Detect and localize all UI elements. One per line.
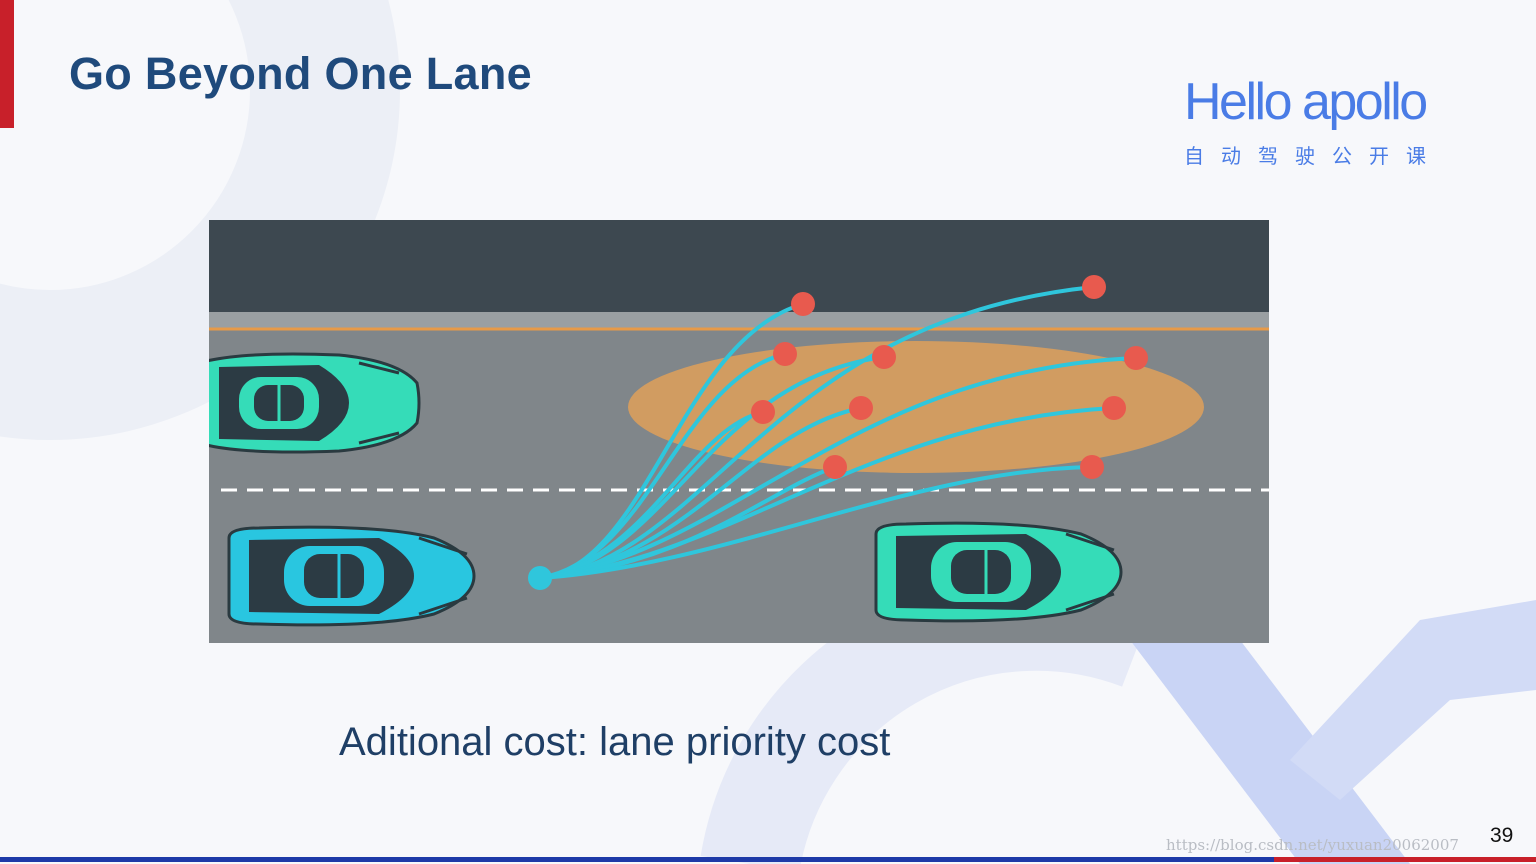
teal-car — [874, 521, 1123, 623]
slide-caption: Aditional cost: lane priority cost — [339, 720, 891, 764]
footer-line — [0, 857, 1536, 862]
footer-line-accent — [1274, 857, 1536, 862]
shoulder — [209, 220, 1269, 312]
candidate-endpoint — [1124, 346, 1148, 370]
trajectories — [538, 285, 1138, 580]
candidate-endpoint — [1080, 455, 1104, 479]
candidate-endpoint — [872, 345, 896, 369]
candidate-endpoint — [1102, 396, 1126, 420]
curb — [209, 312, 1269, 328]
blue-car — [227, 525, 476, 627]
logo-subtitle: 自动驾驶公开课 — [1184, 144, 1443, 168]
candidate-endpoint — [751, 400, 775, 424]
accent-bar — [0, 0, 14, 128]
candidate-endpoint — [849, 396, 873, 420]
slide-title: Go Beyond One Lane — [69, 48, 532, 99]
candidate-endpoint — [791, 292, 815, 316]
teal-car — [209, 352, 421, 454]
logo-wordmark: Hello apollo — [1184, 73, 1428, 131]
lane-diagram — [209, 220, 1269, 643]
ego-start-point — [528, 566, 552, 590]
page-number: 39 — [1490, 824, 1514, 847]
candidate-endpoint — [773, 342, 797, 366]
watermark: https://blog.csdn.net/yuxuan20062007 — [1166, 836, 1459, 854]
candidate-endpoint — [1082, 275, 1106, 299]
candidate-endpoint — [823, 455, 847, 479]
apollo-logo: Hello apollo 自动驾驶公开课 — [1184, 70, 1474, 170]
